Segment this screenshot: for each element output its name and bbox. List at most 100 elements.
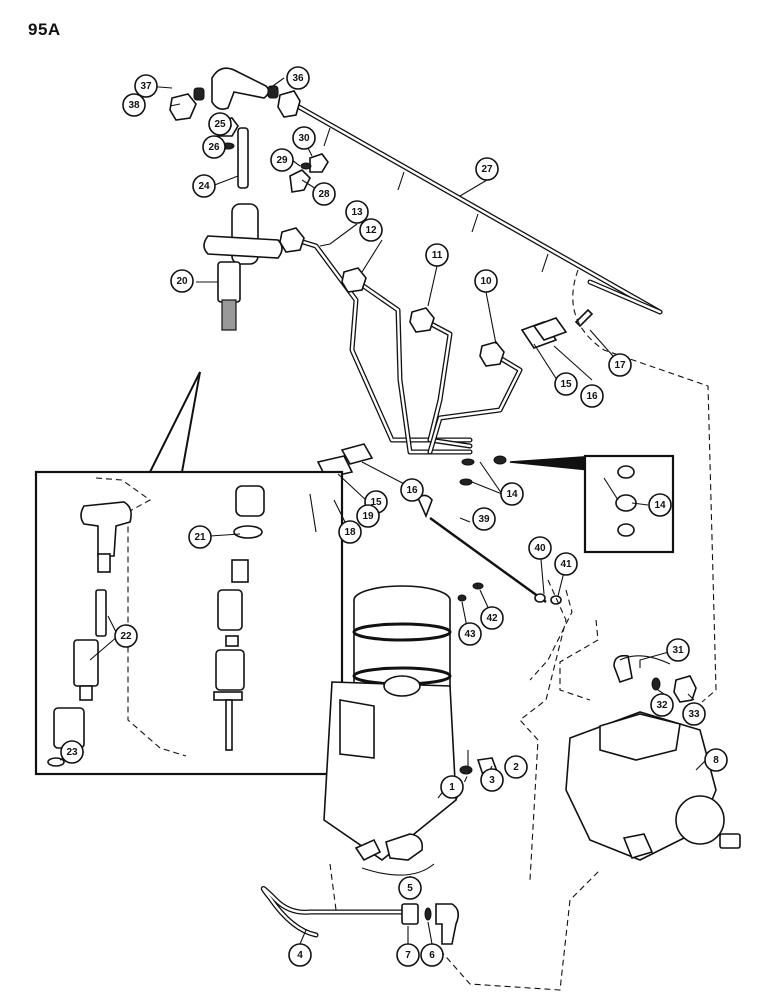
callout-33: 33 (682, 702, 706, 726)
callout-number: 37 (140, 81, 152, 92)
callout-37: 37 (134, 74, 158, 98)
injector-detail-inset (34, 371, 344, 776)
banjo-bolt-30 (309, 153, 329, 173)
callout-number: 24 (198, 181, 210, 192)
elbow-32 (613, 654, 633, 684)
page-number-label: 95A (28, 20, 61, 39)
leak-off-fitting-28 (289, 169, 311, 193)
callout-number: 41 (560, 559, 572, 570)
callout-15: 15 (554, 372, 578, 396)
washer-3 (459, 765, 473, 775)
callout-number: 16 (586, 391, 598, 402)
callout-number: 40 (534, 543, 546, 554)
callout-28: 28 (312, 182, 336, 206)
callout-number: 10 (480, 276, 492, 287)
return-elbow-fitting (169, 67, 279, 121)
callout-number: 14 (654, 500, 666, 511)
throttle-rod (417, 494, 562, 605)
callout-16-2: 16 (400, 478, 424, 502)
cap-nut-38 (169, 93, 197, 121)
callout-1: 1 (440, 775, 464, 799)
callout-number: 16 (406, 485, 418, 496)
fuel-filter-assembly (323, 582, 500, 861)
washer-36 (267, 85, 279, 99)
callout-number: 31 (672, 645, 684, 656)
callout-number: 32 (656, 700, 668, 711)
callout-number: 26 (208, 142, 220, 153)
callout-22: 22 (114, 624, 138, 648)
callout-30: 30 (292, 126, 316, 150)
callout-36: 36 (286, 66, 310, 90)
callout-6: 6 (420, 943, 444, 967)
callout-40: 40 (528, 536, 552, 560)
callout-number: 38 (128, 100, 140, 111)
washer-40 (534, 593, 546, 603)
callout-number: 6 (429, 950, 435, 961)
screw-43 (457, 594, 467, 602)
callout-number: 1 (449, 782, 455, 793)
washer-29 (300, 162, 312, 170)
callout-4: 4 (288, 943, 312, 967)
callout-25: 25 (208, 112, 232, 136)
nut-33 (673, 675, 697, 703)
injection-pump (565, 654, 741, 861)
callout-21: 21 (188, 525, 212, 549)
callout-20: 20 (170, 269, 194, 293)
callout-number: 15 (370, 497, 382, 508)
callout-number: 39 (478, 514, 490, 525)
injection-lines (279, 227, 523, 455)
return-pipe-nut (277, 90, 301, 118)
fuel-return-pipe (277, 90, 663, 315)
callout-number: 18 (344, 527, 356, 538)
callout-number: 22 (120, 631, 132, 642)
callout-number: 19 (362, 511, 374, 522)
screw-17 (574, 308, 594, 328)
callout-38: 38 (122, 93, 146, 117)
callout-3: 3 (480, 768, 504, 792)
callout-26: 26 (202, 135, 226, 159)
callout-8: 8 (704, 748, 728, 772)
clip-41 (550, 595, 562, 605)
callout-number: 21 (194, 532, 206, 543)
callout-number: 30 (298, 133, 310, 144)
callout-2: 2 (504, 755, 528, 779)
callout-number: 29 (276, 155, 288, 166)
callout-43: 43 (458, 622, 482, 646)
callout-23: 23 (60, 740, 84, 764)
callout-12: 12 (359, 218, 383, 242)
callout-number: 36 (292, 73, 304, 84)
fuel-inlet-line (260, 833, 460, 945)
callout-number: 33 (688, 709, 700, 720)
callout-11: 11 (425, 243, 449, 267)
washer-42 (472, 582, 484, 590)
callout-39: 39 (472, 507, 496, 531)
washer-detail-inset (509, 454, 675, 554)
callout-27: 27 (475, 157, 499, 181)
callout-42: 42 (480, 606, 504, 630)
callout-number: 25 (214, 119, 226, 130)
callout-number: 15 (560, 379, 572, 390)
callout-number: 23 (66, 747, 78, 758)
callout-14-2: 14 (648, 493, 672, 517)
callout-14: 14 (500, 482, 524, 506)
callout-number: 3 (489, 775, 495, 786)
callout-7: 7 (396, 943, 420, 967)
callout-10: 10 (474, 269, 498, 293)
callout-number: 13 (351, 207, 363, 218)
callout-number: 20 (176, 276, 188, 287)
callout-number: 7 (405, 950, 411, 961)
callout-number: 43 (464, 629, 476, 640)
callout-13: 13 (345, 200, 369, 224)
callout-layer: 1234567810111213141415151616171819202122… (60, 66, 728, 967)
callout-number: 42 (486, 613, 498, 624)
callout-number: 2 (513, 762, 519, 773)
callout-number: 8 (713, 755, 719, 766)
stud-24 (237, 127, 249, 189)
callout-number: 11 (432, 250, 443, 261)
clamp-15-upper (532, 317, 568, 341)
callout-number: 17 (614, 360, 626, 371)
callout-number: 12 (365, 225, 377, 236)
callout-number: 4 (297, 950, 303, 961)
nut-7 (401, 903, 419, 925)
